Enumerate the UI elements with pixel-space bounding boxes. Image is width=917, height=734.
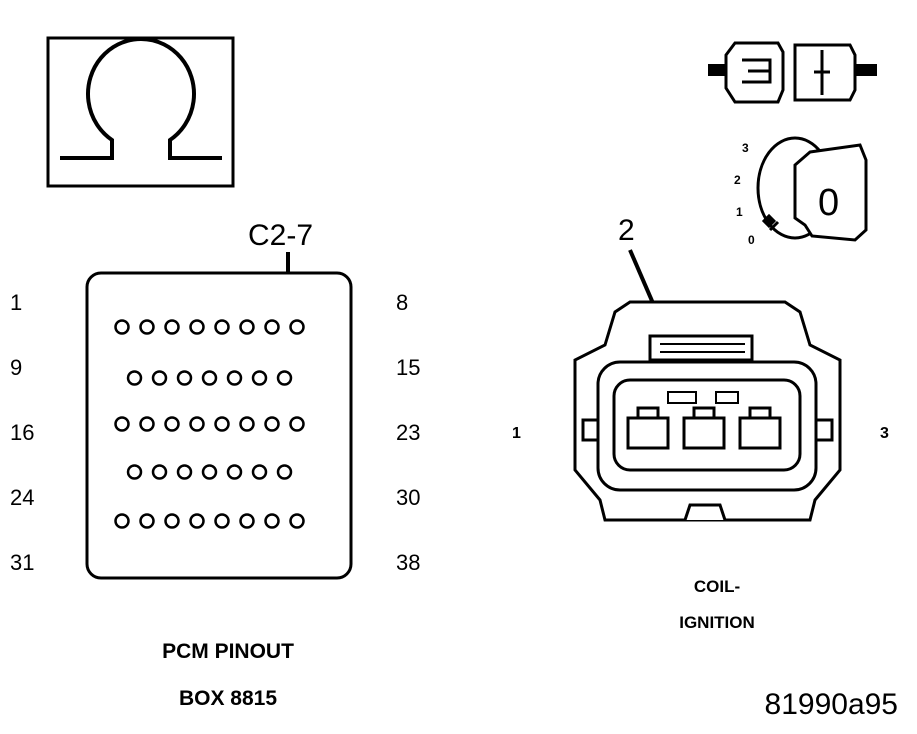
figure-id: 81990a95: [765, 688, 898, 721]
coil-terminal-2: [682, 406, 726, 450]
row-label-left: 9: [10, 355, 22, 380]
coil-left-label: 1: [512, 425, 521, 442]
pcm-title: PCM PINOUT: [162, 640, 294, 663]
pcm-pin: [214, 513, 230, 529]
pcm-pin: [139, 513, 155, 529]
pcm-pin: [151, 370, 168, 386]
row-label-right: 15: [396, 355, 420, 380]
row-label-right: 23: [396, 420, 420, 445]
pcm-pin: [151, 464, 168, 480]
ohmmeter-symbol: [46, 36, 235, 188]
coil-terminal-3: [738, 406, 782, 450]
pcm-pin: [251, 370, 268, 386]
pcm-pin: [176, 370, 193, 386]
pcm-pin: [251, 464, 268, 480]
row-label-left: 24: [10, 485, 34, 510]
pcm-pin: [214, 416, 230, 432]
pcm-pin: [276, 370, 293, 386]
pcm-pin: [139, 416, 155, 432]
row-label-left: 31: [10, 550, 34, 575]
pin-c2-7: [264, 319, 280, 335]
key-position-0: 0: [748, 233, 755, 247]
pcm-pin: [289, 513, 305, 529]
pcm-pin: [114, 513, 130, 529]
pcm-pin: [189, 513, 205, 529]
coil-title: COIL-: [694, 577, 740, 596]
key-position-3: 3: [742, 141, 749, 155]
omega-icon: [60, 36, 222, 160]
key-position-1: 1: [736, 205, 743, 219]
coil-connector: 2 1 3 COIL- IGNIT: [512, 214, 889, 632]
row-label-left: 16: [10, 420, 34, 445]
pcm-pin: [214, 319, 230, 335]
pcm-pin: [126, 370, 143, 386]
pcm-callout: C2-7: [248, 219, 313, 252]
row-label-left: 1: [10, 290, 22, 315]
connector-icon: [708, 41, 877, 104]
coil-callout: 2: [618, 214, 635, 247]
pcm-pin: [226, 464, 243, 480]
pcm-pin: [164, 319, 180, 335]
pcm-pin: [176, 464, 193, 480]
pcm-pin: [239, 319, 255, 335]
pcm-pin: [164, 416, 180, 432]
pcm-pin: [276, 464, 293, 480]
pcm-pin: [126, 464, 143, 480]
pcm-connector: C2-7 1 9 16 24 31 8 15 23 30 38 PCM PINO…: [10, 219, 420, 710]
pcm-pin: [114, 416, 130, 432]
pcm-pin: [239, 416, 255, 432]
ignition-key-icon: 3 2 1 0 0: [734, 136, 868, 247]
key-position-2: 2: [734, 173, 741, 187]
pin-grid: [114, 319, 305, 529]
row-label-right: 8: [396, 290, 408, 315]
pcm-pin: [164, 513, 180, 529]
pcm-pin: [201, 464, 218, 480]
pcm-right-labels: 8 15 23 30 38: [396, 290, 420, 575]
pcm-pin: [201, 370, 218, 386]
pcm-pin: [239, 513, 255, 529]
pcm-pin: [114, 319, 130, 335]
pcm-subtitle: BOX 8815: [179, 687, 277, 710]
pcm-pin: [189, 319, 205, 335]
coil-subtitle: IGNITION: [679, 613, 755, 632]
coil-right-label: 3: [880, 425, 889, 442]
pcm-pin: [264, 416, 280, 432]
row-label-right: 38: [396, 550, 420, 575]
pcm-pin: [139, 319, 155, 335]
pcm-pin: [264, 513, 280, 529]
row-label-right: 30: [396, 485, 420, 510]
pcm-pin: [289, 319, 305, 335]
coil-terminal-1: [626, 406, 670, 450]
pcm-left-labels: 1 9 16 24 31: [10, 290, 34, 575]
pcm-pin: [289, 416, 305, 432]
key-glyph: 0: [818, 182, 839, 224]
pcm-pin: [226, 370, 243, 386]
pcm-pin: [189, 416, 205, 432]
